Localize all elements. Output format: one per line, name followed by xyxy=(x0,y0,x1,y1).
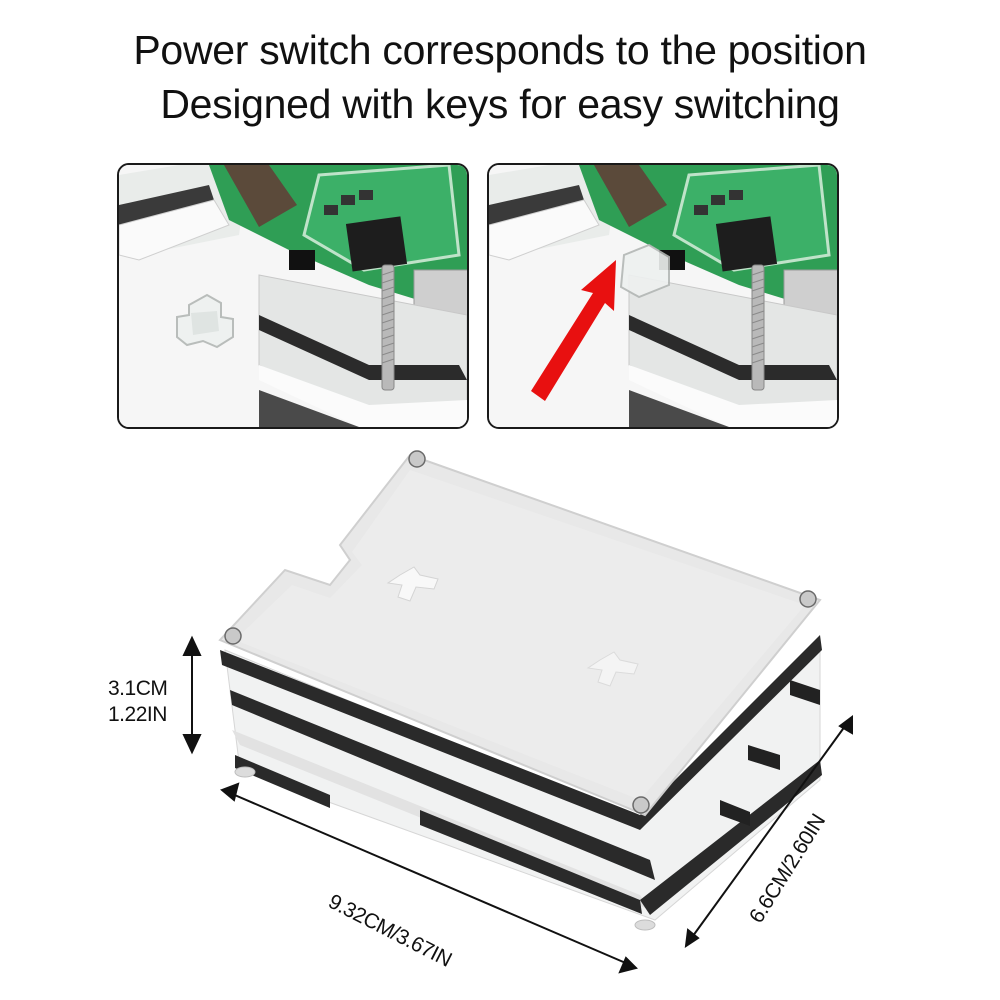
case-corner-illustration xyxy=(119,165,467,427)
case-corner-installed-illustration xyxy=(489,165,837,427)
photo-panel-key-detached xyxy=(117,163,469,429)
switch-key-detached xyxy=(176,293,234,349)
height-cm: 3.1CM xyxy=(108,677,168,700)
width-dimension-arrow xyxy=(684,715,853,949)
height-in: 1.22IN xyxy=(108,703,167,726)
length-dimension-arrow xyxy=(220,782,638,974)
headline-line-2: Designed with keys for easy switching xyxy=(160,81,840,127)
red-arrow-icon xyxy=(531,260,616,401)
photo-panel-key-installed xyxy=(487,163,839,429)
height-dimension-label: 3.1CM 1.22IN xyxy=(108,676,168,728)
height-dimension-arrow xyxy=(182,635,202,755)
screw-heads xyxy=(224,450,817,814)
headline-line-1: Power switch corresponds to the position xyxy=(133,27,867,73)
switch-key-installed xyxy=(619,243,670,299)
